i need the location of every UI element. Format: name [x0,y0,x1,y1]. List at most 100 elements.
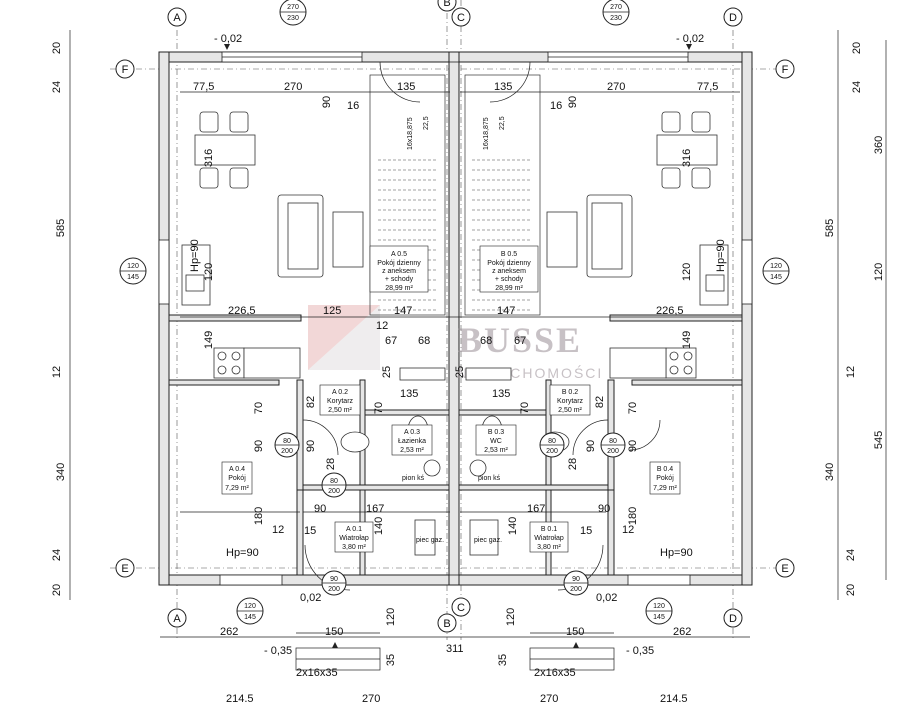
svg-text:7,29 m²: 7,29 m² [225,485,249,492]
stair-spec: 22,5 [423,116,430,130]
dimension-texts: 20 20 24 24 585 585 360 120 12 12 340 34… [51,42,885,702]
svg-text:150: 150 [325,626,343,638]
svg-text:226,5: 226,5 [228,305,256,317]
svg-text:20: 20 [51,584,63,596]
svg-text:120: 120 [203,263,215,281]
svg-text:A 0.5: A 0.5 [391,251,407,258]
svg-text:3,80 m²: 3,80 m² [537,544,561,551]
svg-text:226,5: 226,5 [656,305,684,317]
axis-marker-c-top: C [451,7,471,27]
svg-text:214,5: 214,5 [226,693,254,702]
svg-text:340: 340 [55,463,67,481]
axis-label: C [457,12,465,24]
svg-text:200: 200 [281,448,293,455]
axis-marker-d-top: D [723,7,743,27]
svg-text:125: 125 [323,305,341,317]
svg-text:3,80 m²: 3,80 m² [342,544,366,551]
piec-label: piec gaz. [474,537,502,544]
svg-text:z aneksem: z aneksem [382,268,416,275]
axis-label: A [173,12,181,24]
axis-marker-d-bottom: D [723,608,743,628]
svg-text:120: 120 [873,263,885,281]
windows [158,51,753,586]
svg-text:545: 545 [873,431,885,449]
furniture-right [546,111,729,379]
svg-text:- 0,02: - 0,02 [676,33,704,45]
svg-text:135: 135 [494,81,512,93]
svg-text:12: 12 [845,366,857,378]
steps-label: 2x16x35 [296,667,338,679]
axis-label: B [443,618,450,630]
svg-text:12: 12 [51,366,63,378]
svg-text:200: 200 [607,448,619,455]
axis-marker-f-left: F [115,59,135,79]
svg-text:A 0.3: A 0.3 [404,429,420,436]
svg-text:24: 24 [851,81,863,93]
svg-text:67: 67 [514,335,526,347]
svg-text:B 0.2: B 0.2 [562,389,578,396]
pion-label: pion kś [478,475,501,482]
stair-spec: 16x18,875 [407,117,414,150]
svg-text:+ schody: + schody [385,276,414,283]
svg-text:Wiatrołap: Wiatrołap [534,535,564,542]
axis-label: F [782,64,789,76]
svg-text:200: 200 [570,586,582,593]
svg-text:120: 120 [127,263,139,270]
svg-text:15: 15 [304,525,316,537]
svg-text:24: 24 [51,81,63,93]
svg-text:B 0.1: B 0.1 [541,526,557,533]
svg-text:Pokój dzienny: Pokój dzienny [487,260,531,267]
svg-text:585: 585 [55,219,67,237]
svg-text:80: 80 [609,438,617,445]
piec-label: piec gaz. [416,537,444,544]
svg-text:150: 150 [566,626,584,638]
svg-text:167: 167 [366,503,384,515]
stairs-left: 16x18,875 22,5 [369,74,446,316]
svg-text:214,5: 214,5 [660,693,688,702]
svg-text:15: 15 [580,525,592,537]
axis-label: D [729,12,737,24]
svg-text:90: 90 [585,440,597,452]
axis-label: F [122,64,129,76]
svg-text:80: 80 [548,438,556,445]
hp-label: Hp=90 [226,547,259,559]
svg-text:2,53 m²: 2,53 m² [400,447,424,454]
svg-text:70: 70 [373,402,385,414]
svg-text:270: 270 [284,81,302,93]
svg-text:262: 262 [673,626,691,638]
axis-marker-f-right: F [775,59,795,79]
svg-text:149: 149 [203,331,215,349]
svg-text:+ schody: + schody [495,276,524,283]
svg-text:0,02: 0,02 [596,592,617,604]
svg-text:28,99 m²: 28,99 m² [385,285,413,292]
svg-text:20: 20 [845,584,857,596]
svg-text:0,02: 0,02 [300,592,321,604]
svg-text:120: 120 [505,608,517,626]
svg-text:120: 120 [385,608,397,626]
svg-text:340: 340 [824,463,836,481]
svg-text:Pokój: Pokój [228,475,246,482]
axis-label: A [173,613,181,625]
svg-text:149: 149 [681,331,693,349]
svg-text:Pokój dzienny: Pokój dzienny [377,260,421,267]
room-label-b01: B 0.1 Wiatrołap 3,80 m² [529,521,569,553]
axis-marker-e-left: E [115,558,135,578]
svg-text:B 0.4: B 0.4 [657,466,673,473]
svg-text:25: 25 [381,366,393,378]
room-label-b04: B 0.4 Pokój 7,29 m² [649,461,681,495]
svg-text:12: 12 [376,320,388,332]
dimension-lines [69,30,887,638]
svg-text:70: 70 [253,402,265,414]
svg-text:12: 12 [272,524,284,536]
room-label-a04: A 0.4 Pokój 7,29 m² [221,461,253,495]
axis-marker-e-right: E [775,558,795,578]
room-label-a01: A 0.1 Wiatrołap 3,80 m² [334,521,374,553]
svg-text:90: 90 [314,503,326,515]
stair-spec: 16x18,875 [483,117,490,150]
svg-text:20: 20 [51,42,63,54]
svg-text:A 0.4: A 0.4 [229,466,245,473]
